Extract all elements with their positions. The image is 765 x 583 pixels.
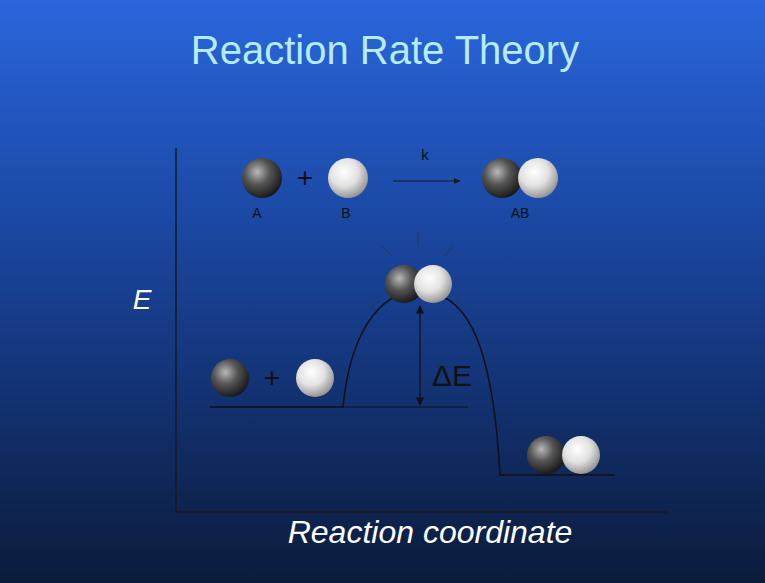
axes (176, 148, 668, 512)
reactant-spheres (211, 359, 334, 397)
plus-sign: + (264, 364, 280, 392)
energy-curve (210, 291, 615, 475)
transition-state (370, 232, 466, 308)
energy-gap-label: ΔE (432, 361, 472, 391)
slide-title: Reaction Rate Theory (191, 30, 579, 70)
axis-label: Reaction coordinate (288, 516, 573, 548)
product-spheres (527, 436, 600, 474)
rate-constant: k (421, 147, 429, 162)
species-label: B (341, 206, 350, 220)
species-label: A (252, 206, 261, 220)
species-label: AB (511, 206, 530, 220)
axis-label: E (133, 286, 152, 314)
reaction-equation (242, 158, 558, 198)
plus-sign: + (297, 164, 313, 192)
